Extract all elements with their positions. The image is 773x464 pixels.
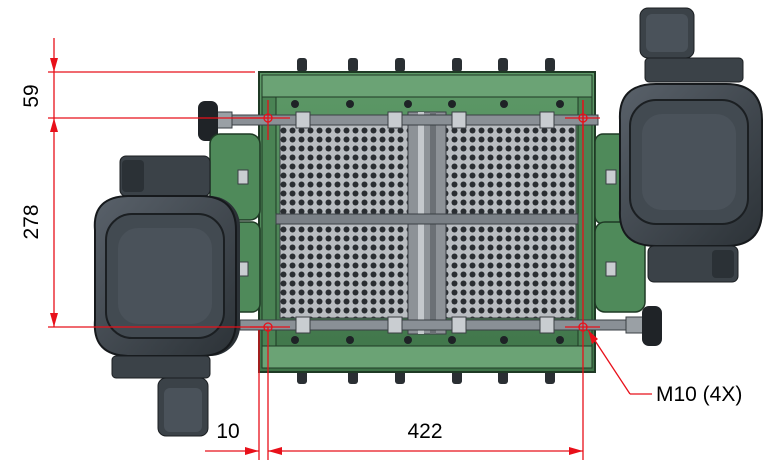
- screen-lower-left: [279, 221, 409, 319]
- middle-band: [275, 213, 579, 225]
- shredder-machine: [93, 7, 763, 437]
- bottom-cover: [261, 345, 593, 369]
- screen-upper-right: [445, 123, 577, 217]
- left-motor: [93, 155, 240, 437]
- dim-hole-spacing-vertical: 278: [20, 204, 43, 239]
- top-cover: [261, 74, 593, 98]
- top-bolt-row: [297, 58, 555, 72]
- bottom-bolt-row: [297, 370, 555, 384]
- frame-bolts-bottom: [291, 336, 564, 344]
- dim-top-offset: 59: [20, 84, 43, 107]
- left-knob: [198, 101, 233, 141]
- screen-upper-left: [279, 123, 409, 217]
- dim-hole-spacing-horizontal: 422: [407, 420, 442, 443]
- right-rail: [577, 96, 593, 347]
- dimension-arrows: [50, 58, 598, 455]
- screen-lower-right: [445, 221, 577, 319]
- dim-left-offset: 10: [216, 420, 239, 443]
- left-rail: [261, 96, 277, 347]
- hole-callout-label: M10 (4X): [656, 383, 742, 406]
- right-motor: [618, 7, 763, 283]
- mounting-hole-icon: [263, 113, 588, 332]
- right-knob: [625, 306, 662, 346]
- frame-bolts-top: [291, 100, 564, 108]
